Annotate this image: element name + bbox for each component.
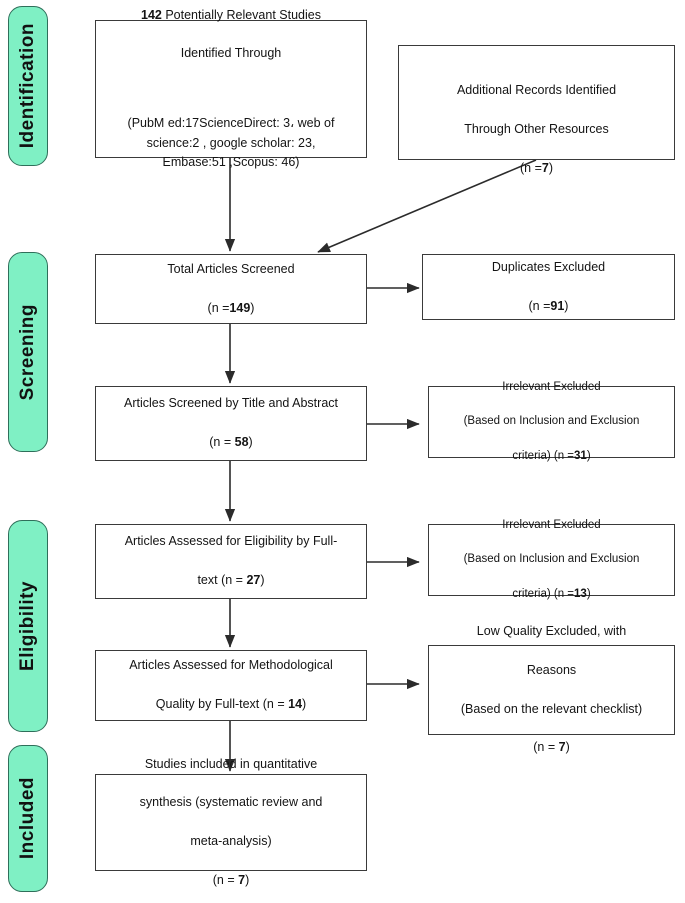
box-screened-title-abstract-text: Articles Screened by Title and Abstract … [124, 375, 338, 472]
additional-records-line2: Through Other Resources [464, 122, 609, 137]
low-quality-excluded-line2: Reasons [526, 662, 577, 677]
methodological-quality-line1: Articles Assessed for Methodological [129, 658, 333, 673]
stage-label-screening: Screening [17, 303, 38, 401]
box-irrelevant-excluded-screening: Irrelevant Excluded (Based on Inclusion … [428, 381, 675, 462]
box-methodological-quality: Articles Assessed for Methodological Qua… [95, 650, 367, 721]
duplicates-excluded-n-prefix: (n = [528, 298, 551, 313]
eligibility-fulltext-line1: Articles Assessed for Eligibility by Ful… [124, 534, 338, 549]
eligibility-fulltext-line2-prefix: text (n = [197, 573, 247, 588]
box-duplicates-excluded: Duplicates Excluded (n =91) [422, 254, 675, 320]
included-studies-line1: Studies included in quantitative [144, 756, 318, 771]
box-records-identified-text: 142 Potentially Relevant Studies Identif… [128, 0, 335, 192]
total-screened-n-suffix: ) [250, 300, 255, 315]
screened-title-abstract-line1: Articles Screened by Title and Abstract [124, 396, 338, 411]
total-screened-n-prefix: (n = [207, 300, 230, 315]
methodological-quality-line2-suffix: ) [302, 697, 307, 712]
box-irrelevant-excluded-eligibility: Irrelevant Excluded (Based on Inclusion … [428, 519, 675, 600]
screened-title-abstract-n-suffix: ) [248, 435, 253, 450]
box-total-screened-text: Total Articles Screened (n =149) [167, 241, 294, 338]
eligibility-fulltext-line2-suffix: ) [260, 573, 265, 588]
screened-title-abstract-n-prefix: (n = [209, 435, 235, 450]
irrelevant-excluded-1-line3-suffix: ) [586, 449, 591, 462]
irrelevant-excluded-2-line3-prefix: criteria) (n = [512, 587, 575, 600]
box-eligibility-fulltext-text: Articles Assessed for Eligibility by Ful… [125, 513, 338, 610]
records-identified-line2: Identified Through [180, 46, 282, 61]
box-duplicates-excluded-text: Duplicates Excluded (n =91) [492, 239, 605, 336]
additional-records-n-value: 7 [541, 160, 549, 175]
box-irrelevant-excluded-eligibility-text: Irrelevant Excluded (Based on Inclusion … [464, 500, 640, 621]
stage-pill-screening: Screening [8, 252, 48, 452]
included-studies-line2: synthesis (systematic review and [139, 795, 323, 810]
stage-label-identification: Identification [17, 23, 38, 149]
irrelevant-excluded-1-line3-prefix: criteria) (n = [512, 449, 575, 462]
stage-label-included: Included [17, 777, 38, 860]
box-methodological-quality-text: Articles Assessed for Methodological Qua… [129, 637, 333, 734]
irrelevant-excluded-2-line3-suffix: ) [586, 587, 591, 600]
low-quality-excluded-line1: Low Quality Excluded, with [476, 624, 627, 639]
records-identified-sources: (PubM ed:17ScienceDirect: 3، web of scie… [127, 116, 335, 170]
low-quality-excluded-n-value: 7 [558, 740, 566, 755]
methodological-quality-line2-prefix: Quality by Full-text (n = [155, 697, 289, 712]
irrelevant-excluded-2-line2: (Based on Inclusion and Exclusion [463, 553, 640, 566]
box-eligibility-fulltext: Articles Assessed for Eligibility by Ful… [95, 524, 367, 599]
box-low-quality-excluded: Low Quality Excluded, with Reasons (Base… [428, 624, 675, 754]
box-irrelevant-excluded-screening-text: Irrelevant Excluded (Based on Inclusion … [464, 362, 640, 483]
box-included-studies: Studies included in quantitative synthes… [95, 757, 367, 887]
additional-records-n-suffix: ) [548, 160, 553, 175]
additional-records-line1: Additional Records Identified [456, 83, 617, 98]
box-additional-records-text: Additional Records Identified Through Ot… [457, 62, 616, 198]
total-screened-line1: Total Articles Screened [167, 261, 295, 276]
box-records-identified: 142 Potentially Relevant Studies Identif… [95, 8, 367, 169]
records-identified-count: 142 [141, 7, 162, 22]
additional-records-n-prefix: (n = [519, 160, 542, 175]
low-quality-excluded-line3: (Based on the relevant checklist) [460, 701, 643, 716]
irrelevant-excluded-2-n-value: 13 [574, 587, 587, 600]
stage-label-eligibility: Eligibility [17, 581, 38, 671]
records-identified-line1: Potentially Relevant Studies [161, 7, 321, 22]
low-quality-excluded-n-prefix: (n = [533, 740, 559, 755]
duplicates-excluded-n-suffix: ) [564, 298, 569, 313]
included-studies-n-prefix: (n = [212, 872, 239, 887]
box-included-studies-text: Studies included in quantitative synthes… [140, 735, 323, 903]
box-additional-records: Additional Records Identified Through Ot… [398, 45, 675, 175]
box-low-quality-excluded-text: Low Quality Excluded, with Reasons (Base… [461, 603, 642, 777]
box-screened-title-abstract: Articles Screened by Title and Abstract … [95, 386, 367, 461]
included-studies-n-suffix: ) [245, 872, 250, 887]
irrelevant-excluded-2-line1: Irrelevant Excluded [502, 518, 601, 531]
irrelevant-excluded-1-line1: Irrelevant Excluded [502, 380, 601, 393]
stage-pill-identification: Identification [8, 6, 48, 166]
irrelevant-excluded-1-n-value: 31 [574, 449, 587, 462]
screened-title-abstract-n-value: 58 [234, 435, 249, 450]
duplicates-excluded-n-value: 91 [550, 298, 565, 313]
methodological-quality-n-value: 14 [288, 697, 303, 712]
low-quality-excluded-n-suffix: ) [565, 740, 570, 755]
duplicates-excluded-line1: Duplicates Excluded [491, 259, 606, 274]
box-total-screened: Total Articles Screened (n =149) [95, 254, 367, 324]
eligibility-fulltext-n-value: 27 [246, 573, 261, 588]
total-screened-n-value: 149 [229, 300, 251, 315]
stage-pill-included: Included [8, 745, 48, 892]
included-studies-line3: meta-analysis) [190, 834, 272, 849]
included-studies-n-value: 7 [238, 872, 246, 887]
irrelevant-excluded-1-line2: (Based on Inclusion and Exclusion [463, 415, 640, 428]
stage-pill-eligibility: Eligibility [8, 520, 48, 732]
